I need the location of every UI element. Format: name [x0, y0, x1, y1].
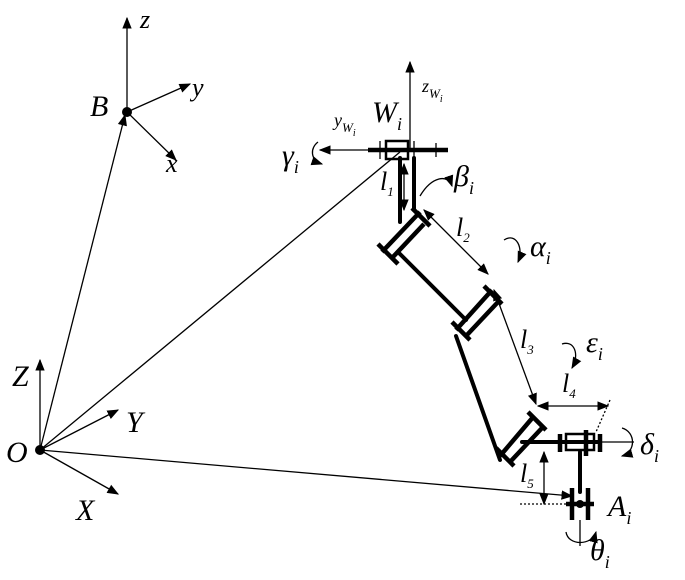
platform-z-label: z — [139, 5, 150, 34]
base-z-label: Z — [12, 360, 29, 393]
base-y-label: Y — [126, 406, 146, 439]
platform-x-axis — [126, 111, 177, 161]
joint-beta — [376, 206, 432, 266]
dim-l3 — [493, 288, 537, 406]
wrist-z-label: zWi — [421, 76, 443, 105]
l1-label: l1 — [380, 167, 394, 199]
alpha-rotation-arrow — [503, 237, 527, 264]
delta-label: δi — [640, 428, 659, 466]
l3-label: l3 — [520, 325, 534, 357]
delta-rotation-arrow — [620, 427, 634, 458]
vector-O-to-A — [39, 449, 574, 500]
anchor-label: Ai — [606, 490, 631, 528]
l5-label: l5 — [520, 459, 534, 491]
alpha-label: αi — [530, 230, 551, 268]
base-y-axis — [39, 409, 120, 451]
beta-label: βi — [453, 160, 474, 198]
platform-x-label: x — [165, 149, 178, 178]
dim-l4-ext — [595, 399, 611, 433]
vector-O-to-W — [39, 151, 401, 451]
dimensions — [399, 162, 611, 506]
base-x-axis — [39, 449, 120, 495]
wrist-y-label: yWi — [332, 110, 356, 139]
link-l2 — [396, 250, 468, 322]
beta-rotation-arrow — [419, 174, 454, 197]
theta-label: θi — [590, 534, 610, 572]
epsilon-rotation-arrow — [561, 342, 582, 370]
base-frame: O Z Y X — [6, 358, 146, 527]
l4-label: l4 — [562, 369, 576, 401]
gamma-label: γi — [282, 139, 299, 177]
gamma-rotation-arrow — [310, 141, 324, 166]
platform-origin-label: B — [90, 90, 108, 123]
wrist-joint — [384, 139, 410, 161]
joint-epsilon — [494, 410, 548, 468]
epsilon-label: εi — [586, 326, 603, 364]
anchor-joint — [566, 488, 594, 520]
base-origin-label: O — [6, 436, 28, 469]
platform-origin-point — [122, 107, 132, 117]
base-x-label: X — [75, 494, 96, 527]
kinematic-chain — [376, 156, 603, 520]
platform-y-label: y — [189, 73, 204, 102]
l2-label: l2 — [456, 213, 470, 245]
wrist-point-label: Wi — [372, 96, 402, 134]
vector-O-to-B — [39, 113, 127, 451]
dim-l2 — [423, 209, 489, 275]
theta-rotation-arrow — [565, 530, 598, 544]
platform-y-axis — [126, 83, 192, 113]
platform-frame: B z y x — [39, 5, 204, 451]
link-l3 — [454, 334, 502, 462]
wrist-frame: zWi yWi Wi — [318, 60, 448, 161]
